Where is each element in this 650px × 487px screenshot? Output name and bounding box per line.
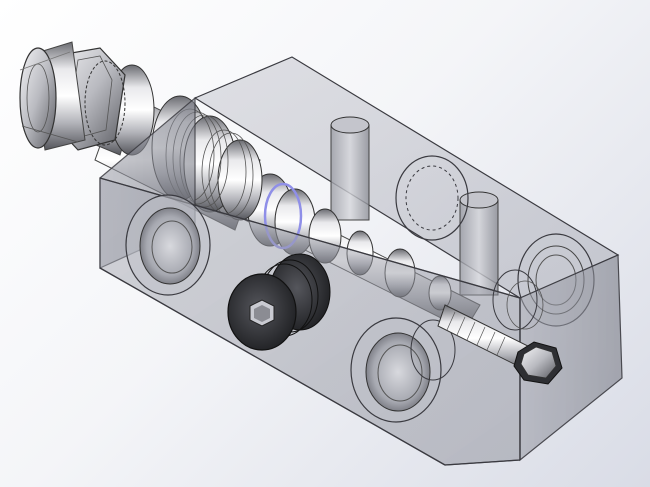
adjustment-screw[interactable]	[437, 304, 563, 385]
hex-bolt-head-icon	[513, 341, 563, 385]
vertical-bore-left	[330, 116, 370, 221]
socket-head-plug[interactable]	[227, 253, 331, 351]
hex-socket-icon	[249, 299, 275, 327]
port-left-end[interactable]	[125, 194, 211, 296]
adjuster-cap[interactable]	[19, 41, 86, 151]
rear-port-upper	[395, 155, 469, 241]
vertical-bore-right	[459, 191, 499, 296]
port-front-main[interactable]	[350, 317, 456, 423]
port-right-inner	[492, 269, 544, 331]
